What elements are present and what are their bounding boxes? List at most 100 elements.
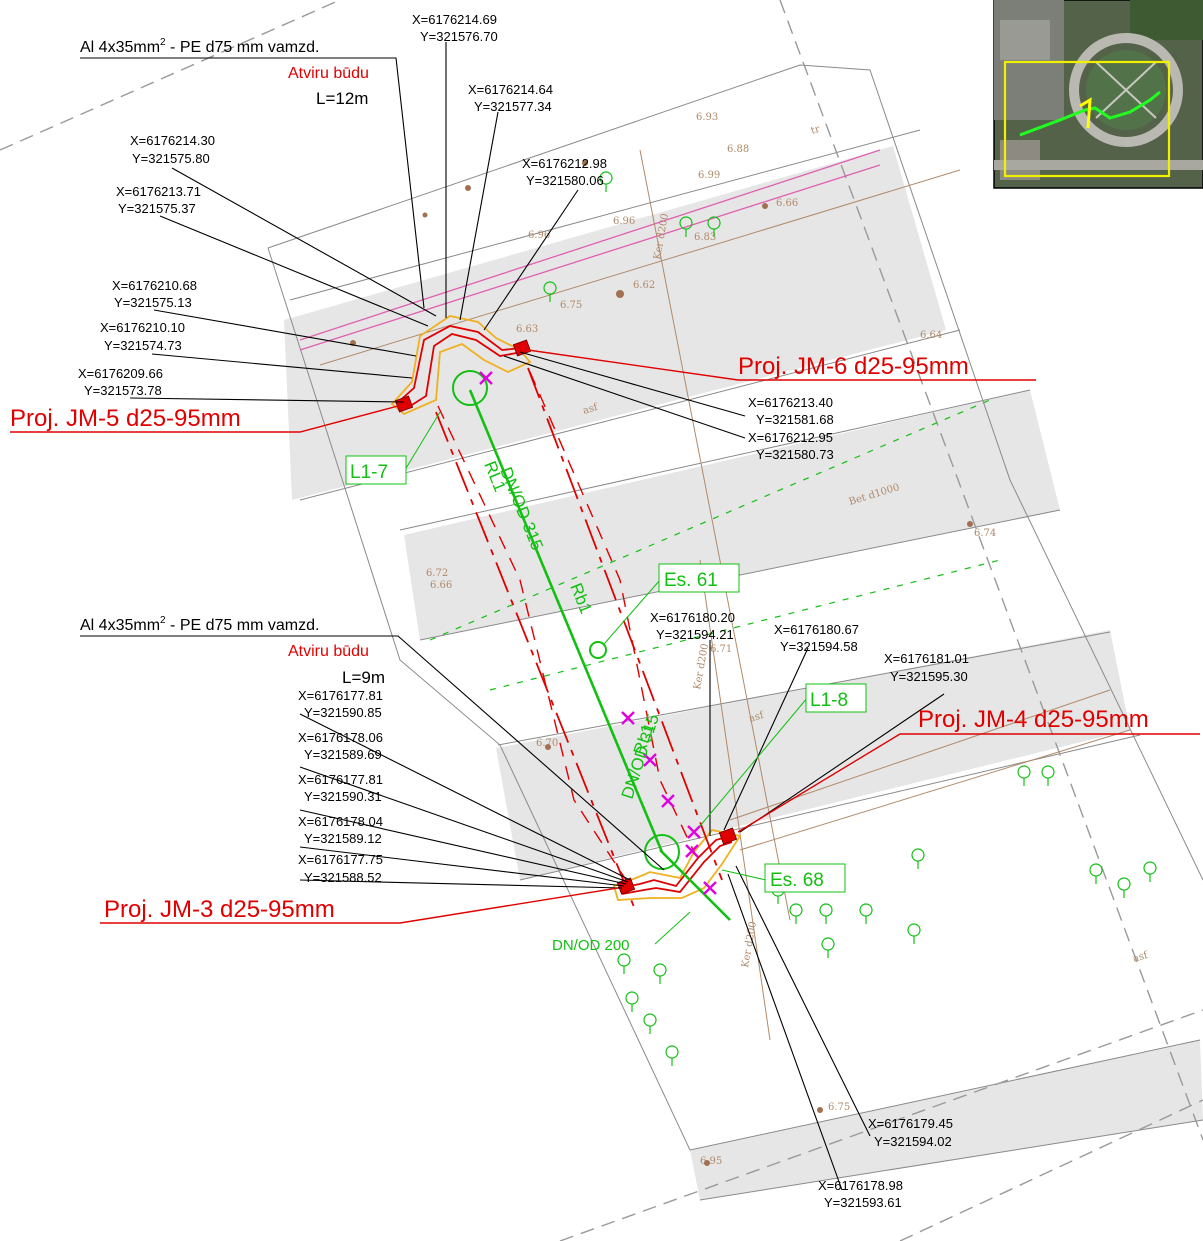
survey-label: 6.93 <box>696 112 718 123</box>
coord-y: Y=321577.34 <box>474 99 552 114</box>
road-strip-lower <box>496 630 1130 880</box>
crossing-x-icon <box>643 753 657 767</box>
cable-length: L=9m <box>342 668 385 687</box>
coord-y: Y=321589.69 <box>304 747 382 762</box>
coord-x: X=6176209.66 <box>78 366 163 381</box>
road-strip-upper <box>284 146 946 500</box>
coords-bottom: X=6176180.20 Y=321594.21 X=6176180.67 Y=… <box>298 610 969 1210</box>
tree-icon <box>707 216 721 237</box>
proposed-cable <box>395 325 733 895</box>
coord-y: Y=321574.73 <box>104 338 182 353</box>
coord-x: X=6176212.98 <box>522 156 607 171</box>
crossing-x-icon <box>685 844 699 858</box>
survey-label: 6.63 <box>516 324 538 335</box>
tag-es-68: Es. 68 <box>770 870 824 891</box>
coord-x: X=6176177.81 <box>298 772 383 787</box>
boundary-strip-2 <box>299 329 961 501</box>
boundary-strip-1 <box>289 129 921 301</box>
tag-box <box>658 563 740 593</box>
survey-label: 6.83 <box>694 232 716 243</box>
tree-icon <box>1041 765 1055 786</box>
coord-y: Y=321590.31 <box>304 789 382 804</box>
tree-icon <box>819 903 833 924</box>
survey-label: Ker d200 <box>692 643 711 691</box>
tree-icon <box>599 171 613 192</box>
coord-x: X=6176177.75 <box>298 852 383 867</box>
cable-spec: Al 4x35mm2 - PE d75 mm vamzd. <box>80 37 319 56</box>
coord-y: Y=321593.61 <box>824 1195 902 1210</box>
coord-y: Y=321590.85 <box>304 705 382 720</box>
coord-x: X=6176178.98 <box>818 1178 903 1193</box>
tree-icon <box>653 963 667 984</box>
green-leaders <box>404 411 809 945</box>
coord-y: Y=321595.30 <box>890 669 968 684</box>
coord-x: X=6176177.81 <box>298 688 383 703</box>
survey-label: asf <box>1132 950 1151 965</box>
survey-label: 6.72 <box>426 568 448 579</box>
tree-icon <box>665 1045 679 1066</box>
cable-spec: Al 4x35mm2 - PE d75 mm vamzd. <box>80 615 319 634</box>
survey-label: 6.74 <box>974 528 996 539</box>
coords-top: X=6176214.69 Y=321576.70 X=6176214.64 Y=… <box>78 12 834 462</box>
coord-x: X=6176214.69 <box>412 12 497 27</box>
road-strips <box>284 146 1203 1200</box>
survey-label: asf <box>748 710 767 725</box>
manhole-jm-4-icon[interactable] <box>718 827 738 845</box>
red-dashed-corridor <box>435 367 723 913</box>
tag-box <box>805 683 867 713</box>
inset-project-line <box>1079 97 1092 129</box>
manhole-label-jm-5: Proj. JM-5 d25-95mm <box>10 405 241 432</box>
coord-x: X=6176179.45 <box>868 1116 953 1131</box>
coord-y: Y=321575.13 <box>114 295 192 310</box>
crossing-x-icon <box>661 794 675 808</box>
green-dotted-line <box>429 399 1001 691</box>
tree-icon <box>1117 877 1131 898</box>
coord-y: Y=321594.58 <box>780 639 858 654</box>
survey-label: 6.75 <box>828 1102 850 1113</box>
cable-install-method: Atviru būdu <box>288 643 369 660</box>
boundary-left <box>267 247 691 1151</box>
survey-label: 6.66 <box>776 198 798 209</box>
well-l1-7-icon[interactable] <box>452 370 488 406</box>
survey-label: 6.66 <box>430 580 452 591</box>
manhole-labels: Proj. JM-6 d25-95mm Proj. JM-5 d25-95mm … <box>10 353 1149 923</box>
survey-label: 6.95 <box>700 1156 722 1167</box>
coord-y: Y=321575.80 <box>132 151 210 166</box>
cable-label-top: Al 4x35mm2 - PE d75 mm vamzd. Atviru būd… <box>80 37 369 108</box>
crossing-x-icon <box>621 711 635 725</box>
crossing-marks <box>479 371 717 895</box>
coord-x: X=6176214.30 <box>130 133 215 148</box>
network-wells <box>452 370 680 870</box>
jm-leaders <box>10 349 1200 924</box>
well-es-61-icon[interactable] <box>589 641 607 659</box>
boundary-strip-5 <box>497 631 1111 746</box>
survey-label: 6.70 <box>536 738 558 749</box>
survey-label: 6.75 <box>560 300 582 311</box>
inset-route-line <box>1019 90 1161 137</box>
tree-icon <box>643 1013 657 1034</box>
coord-y: Y=321581.68 <box>756 412 834 427</box>
survey-label: tr <box>810 124 822 137</box>
coord-x: X=6176210.68 <box>112 278 197 293</box>
manhole-label-jm-6: Proj. JM-6 d25-95mm <box>738 353 969 380</box>
boundary-strip-3 <box>399 389 1031 531</box>
coord-x: X=6176213.71 <box>116 184 201 199</box>
manhole-label-jm-4: Proj. JM-4 d25-95mm <box>918 706 1149 733</box>
survey-label: 6.62 <box>633 280 655 291</box>
survey-label: 6.88 <box>727 144 749 155</box>
tree-icon <box>1089 863 1103 884</box>
leader-lines <box>80 42 945 1191</box>
coord-y: Y=321588.52 <box>304 870 382 885</box>
crossing-x-icon <box>479 371 493 385</box>
tree-icon <box>1143 861 1157 882</box>
tree-icon <box>907 923 921 944</box>
coord-y: Y=321575.37 <box>118 201 196 216</box>
coord-y: Y=321573.78 <box>84 383 162 398</box>
well-l1-8-icon[interactable] <box>644 834 680 870</box>
pipe-label-small: DN/OD 200 <box>552 937 630 954</box>
coord-y: Y=321594.02 <box>874 1134 952 1149</box>
tree-icon <box>911 848 925 869</box>
